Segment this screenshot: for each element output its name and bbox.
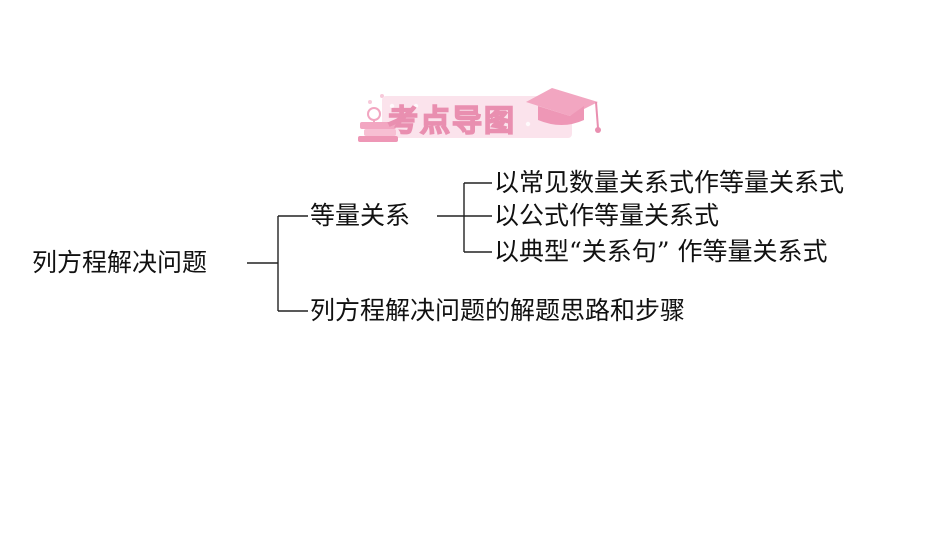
graduation-cap-icon bbox=[526, 88, 601, 133]
header-banner bbox=[358, 88, 601, 142]
header-title: 考点导图 bbox=[387, 103, 516, 140]
branch-steps: 列方程解决问题的解题思路和步骤 bbox=[310, 296, 686, 325]
root-node: 列方程解决问题 bbox=[32, 248, 208, 277]
leaf-typical-sentence: 以典型“关系句” 作等量关系式 bbox=[494, 237, 828, 266]
branch-equal-relation: 等量关系 bbox=[310, 201, 411, 230]
books-icon bbox=[358, 107, 398, 142]
leaf-common-quantity: 以常见数量关系式作等量关系式 bbox=[494, 168, 845, 197]
leaf-formula: 以公式作等量关系式 bbox=[494, 201, 720, 230]
